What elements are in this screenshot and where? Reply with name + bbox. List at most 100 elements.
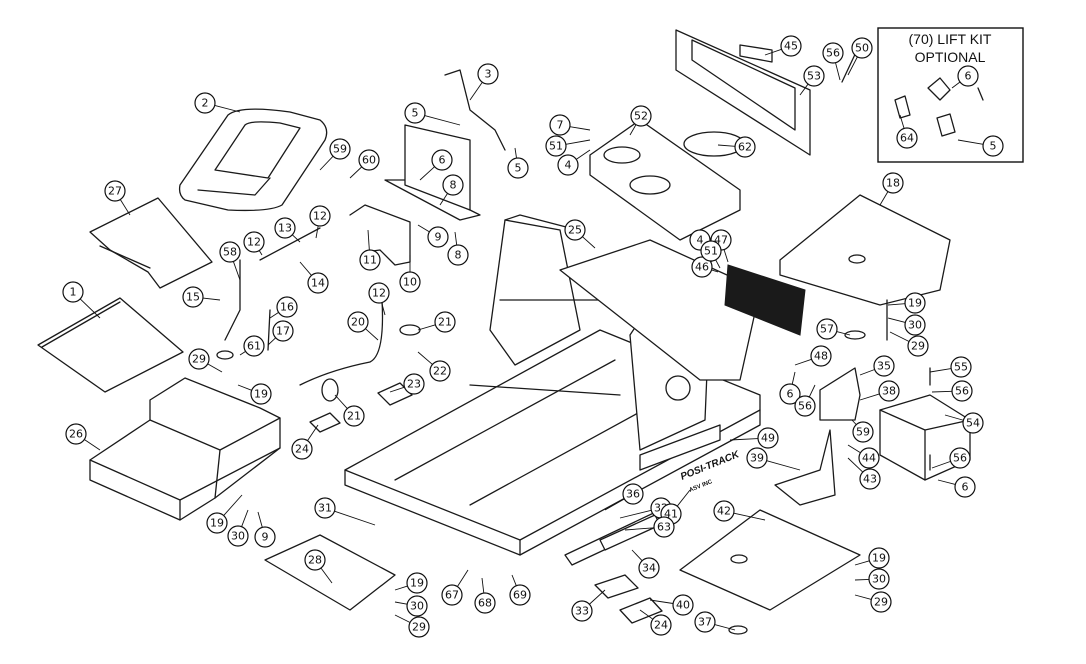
callout-circle (403, 373, 425, 395)
callout-leader-19 (887, 303, 906, 306)
callout-31: 31 (314, 497, 336, 519)
callout-54: 54 (962, 412, 984, 434)
callout-39: 39 (746, 447, 768, 469)
callout-number: 51 (704, 245, 718, 258)
lift-kit-title: (70) LIFT KIT (909, 31, 992, 47)
callout-leader-8 (454, 231, 458, 246)
part-hose-20 (299, 299, 384, 386)
brand-sub-text: ASV INC (689, 479, 714, 494)
callout-circle (650, 614, 672, 636)
callout-42: 42 (713, 500, 735, 522)
callout-leader-56 (808, 384, 816, 398)
callout-leader-29 (394, 614, 411, 623)
callout-leader-61 (239, 351, 246, 356)
callout-circle (507, 157, 529, 179)
callout-56: 56 (949, 447, 971, 469)
callout-number: 20 (351, 316, 365, 329)
callout-number: 5 (412, 107, 419, 120)
callout-leader-30 (241, 509, 249, 527)
part-grille (724, 264, 806, 336)
callout-30: 30 (868, 568, 890, 590)
callout-number: 28 (308, 554, 322, 567)
callout-number: 64 (900, 132, 914, 145)
part-rear-panel (675, 29, 811, 156)
callout-22: 22 (429, 360, 451, 382)
callout-59: 59 (329, 138, 351, 160)
callout-leader-14 (299, 261, 312, 276)
callout-circle (243, 335, 265, 357)
part-clamp-21a (399, 324, 421, 336)
callout-29: 29 (188, 348, 210, 370)
callout-leader-36 (604, 498, 625, 511)
callout-leader-51 (565, 139, 591, 145)
callout-circle (276, 296, 298, 318)
callout-8: 8 (447, 244, 469, 266)
callout-13: 13 (274, 217, 296, 239)
callout-leader-19 (223, 494, 243, 516)
callout-circle (427, 226, 449, 248)
callout-circle (638, 557, 660, 579)
part-base-plate-28 (264, 534, 396, 611)
callout-leader-32 (619, 509, 652, 519)
callout-number: 42 (717, 505, 731, 518)
callout-leader-56 (931, 460, 951, 469)
callout-circle (429, 360, 451, 382)
callout-number: 57 (820, 323, 834, 336)
callout-leader-29 (889, 331, 910, 342)
callout-circle (954, 476, 976, 498)
callout-18: 18 (882, 172, 904, 194)
callout-leader-11 (367, 229, 370, 251)
callout-33: 33 (571, 600, 593, 622)
callout-number: 61 (247, 340, 261, 353)
callout-leader-19 (237, 384, 252, 391)
callout-number: 56 (826, 47, 840, 60)
callout-number: 55 (954, 361, 968, 374)
callout-number: 3 (485, 68, 492, 81)
callout-leader-35 (859, 369, 875, 376)
callout-circle (757, 427, 779, 449)
callout-number: 23 (407, 378, 421, 391)
callout-circle (982, 135, 1004, 157)
callout-number: 24 (654, 619, 668, 632)
callout-leader-58 (232, 261, 241, 281)
callout-leader-29 (854, 594, 872, 600)
callout-number: 48 (814, 350, 828, 363)
part-lever-3 (444, 69, 506, 151)
callout-circle (368, 282, 390, 304)
callout-leader-21 (334, 394, 348, 409)
callout-11: 11 (359, 249, 381, 271)
callout-number: 36 (626, 488, 640, 501)
callout-leader-19 (854, 560, 870, 566)
callout-circle (304, 549, 326, 571)
callout-leader-47 (723, 249, 729, 263)
part-bracket-35 (819, 367, 861, 421)
callout-circle (803, 65, 825, 87)
callout-circle (794, 395, 816, 417)
callout-5: 5 (404, 102, 426, 124)
callout-leader-42 (733, 512, 766, 521)
callout-circle (291, 438, 313, 460)
callout-52: 52 (630, 105, 652, 127)
callout-number: 52 (634, 110, 648, 123)
callout-number: 17 (276, 325, 290, 338)
part-step-housing (89, 377, 281, 521)
callout-number: 19 (908, 297, 922, 310)
callout-number: 21 (347, 410, 361, 423)
callout-circle (622, 483, 644, 505)
callout-number: 29 (412, 621, 426, 634)
callout-circle (272, 320, 294, 342)
callout-leader-51 (715, 259, 721, 269)
callout-leader-63 (624, 527, 655, 531)
callout-leader-17 (267, 337, 276, 346)
part-rail-63 (599, 514, 661, 551)
callout-leader-31 (334, 510, 376, 526)
callout-number: 6 (787, 388, 794, 401)
callout-9: 9 (254, 526, 276, 548)
callout-26: 26 (65, 423, 87, 445)
callout-leader-55 (929, 368, 952, 373)
callout-number: 62 (738, 141, 752, 154)
callout-circle (957, 65, 979, 87)
callout-number: 51 (549, 140, 563, 153)
callout-30: 30 (227, 525, 249, 547)
callout-leader-15 (202, 297, 221, 301)
